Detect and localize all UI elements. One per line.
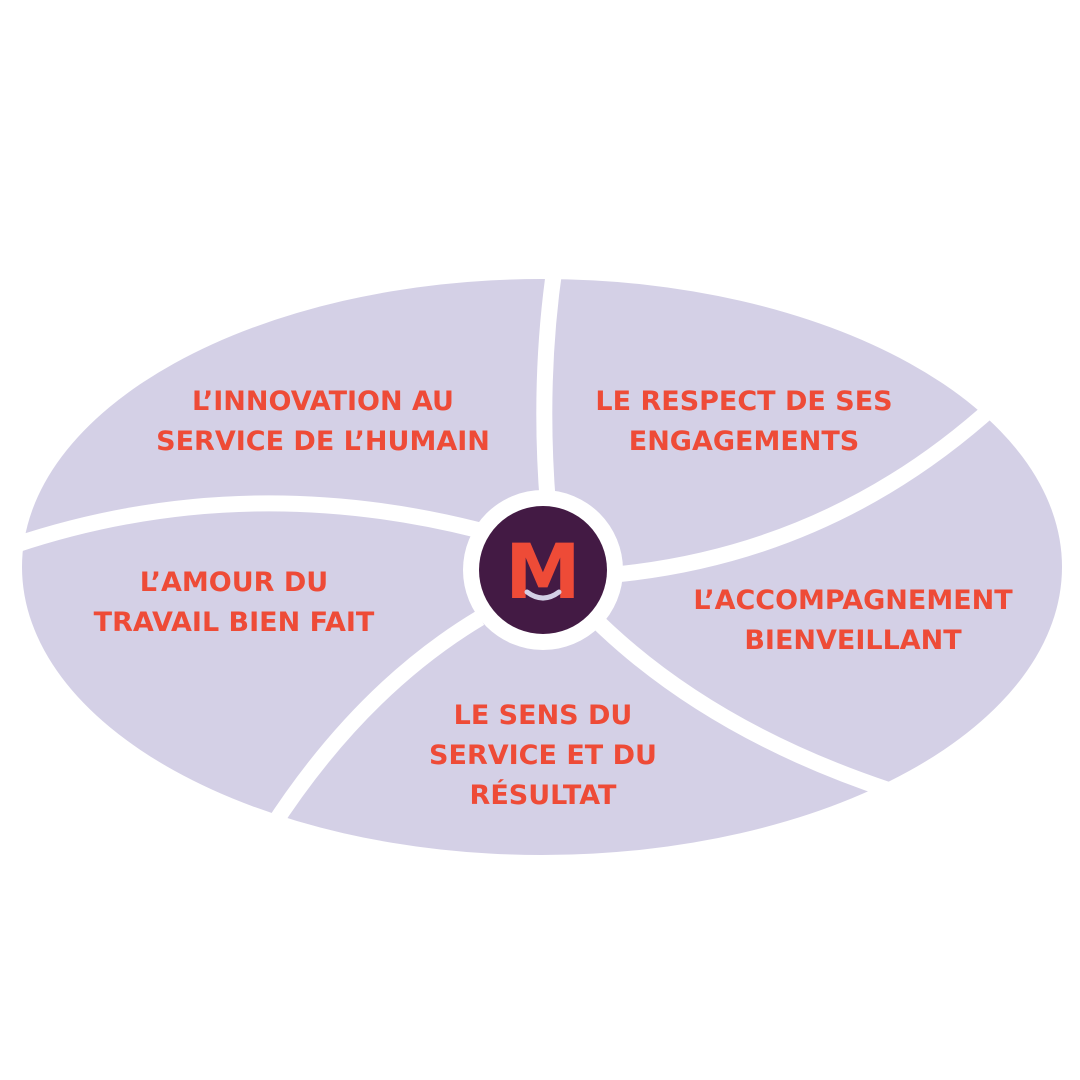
label-line: RÉSULTAT (469, 780, 617, 811)
label-line: L’INNOVATION AU (192, 386, 454, 417)
label-line: BIENVEILLANT (744, 625, 962, 656)
segment-label-innovation: L’INNOVATION AU SERVICE DE L’HUMAIN (156, 382, 490, 462)
label-line: ENGAGEMENTS (628, 426, 860, 457)
separator-lines (12, 263, 1001, 835)
separator-top-right (609, 399, 1001, 583)
separator-top (536, 263, 563, 506)
separator-bottom-right (592, 616, 923, 808)
logo-letter: M (505, 527, 581, 616)
logo-circle (479, 506, 607, 634)
label-line: TRAVAIL BIEN FAIT (93, 607, 375, 638)
separator-left (12, 495, 480, 553)
separator-bottom-left (263, 611, 485, 835)
logo-smile-icon (524, 589, 562, 601)
segment-label-amour: L’AMOUR DU TRAVAIL BIEN FAIT (94, 563, 375, 643)
segment-label-respect: LE RESPECT DE SES ENGAGEMENTS (595, 382, 892, 462)
label-line: L’ACCOMPAGNEMENT (693, 585, 1013, 616)
segment-label-accompagnement: L’ACCOMPAGNEMENT BIENVEILLANT (693, 581, 1012, 661)
label-line: L’AMOUR DU (139, 567, 329, 598)
label-line: SERVICE DE L’HUMAIN (156, 426, 490, 457)
segment-label-sens: LE SENS DU SERVICE ET DU RÉSULTAT (429, 696, 657, 816)
label-line: LE RESPECT DE SES (595, 386, 893, 417)
logo: M (463, 490, 623, 650)
label-line: SERVICE ET DU (429, 740, 657, 771)
label-line: LE SENS DU (453, 700, 633, 731)
